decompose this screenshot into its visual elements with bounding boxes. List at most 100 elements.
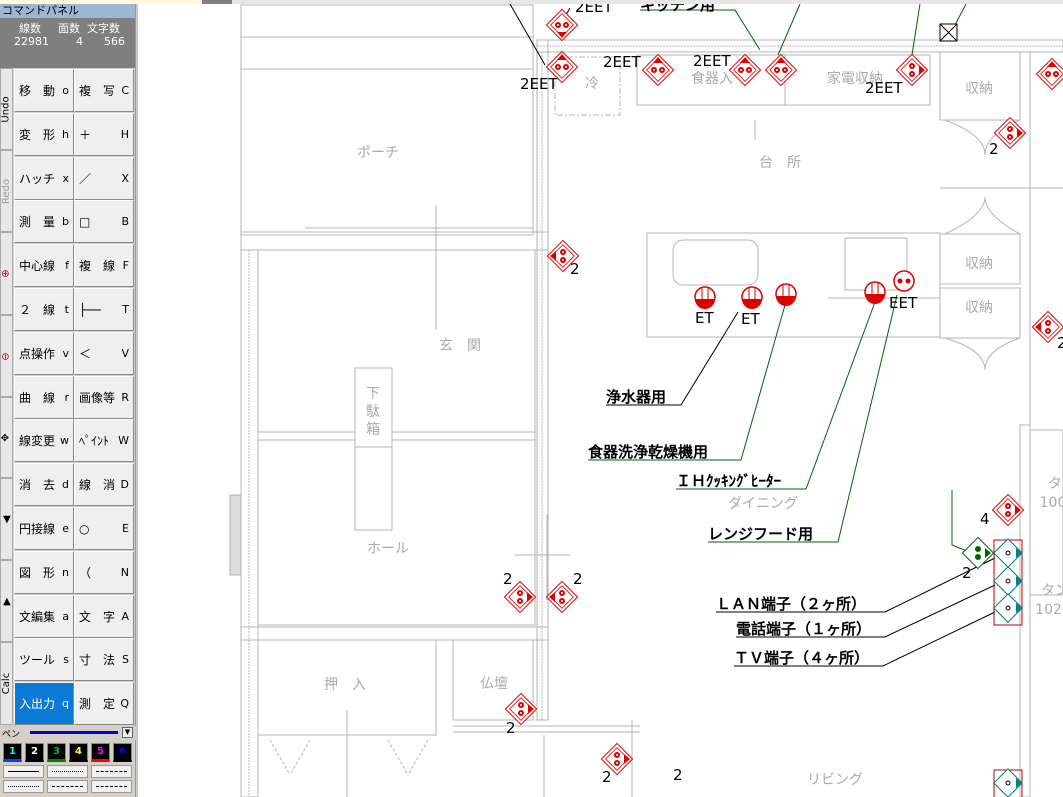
button-shortcut: V (121, 346, 129, 360)
button-label: 点操作 (19, 346, 56, 361)
et-outlet-icon (864, 281, 886, 305)
side-button-undo[interactable]: Undo (0, 68, 13, 150)
green-outlet-icon (961, 536, 995, 570)
svg-text:2: 2 (673, 766, 683, 784)
button-label: ／ (79, 171, 92, 186)
outlet-symbols (503, 8, 1063, 797)
stat-chars: 566 (104, 35, 125, 48)
button-label: ＋ (79, 127, 92, 142)
button-label: 測 定 (79, 697, 116, 712)
button-label: 消 去 (19, 478, 56, 493)
svg-text:玄 関: 玄 関 (439, 337, 481, 354)
outlet-icon (545, 8, 579, 42)
button-shortcut: s (63, 653, 69, 667)
line-type-5[interactable] (47, 780, 88, 793)
side-button-[interactable]: ◀ (0, 478, 13, 560)
line-type-4[interactable] (3, 780, 44, 793)
button-label: 移 動 (19, 84, 56, 98)
line-type-2[interactable] (47, 765, 88, 778)
side-button-zoomout[interactable]: ⊖ (0, 315, 13, 397)
pen-color-3[interactable]: 3 (47, 743, 66, 762)
line-type-3[interactable] (91, 765, 132, 778)
side-button-calc[interactable]: Calc (0, 642, 13, 725)
command-button-V[interactable]: ＜V (74, 331, 134, 375)
button-label: □ (79, 214, 91, 229)
tv-terminal-icon (993, 768, 1023, 797)
side-button-zoomin[interactable]: ⊕ (0, 232, 13, 315)
side-button-redo[interactable]: Redo (0, 150, 13, 232)
panel-title: コマンドパネル (0, 4, 135, 18)
svg-text:2EET: 2EET (603, 53, 641, 71)
drawing-canvas[interactable]: ポーチ 台 所 玄 関 下 駄 箱 ホール ダイニング 押 入 仏壇 リビング … (136, 4, 1063, 797)
telephone-terminal-icon (993, 566, 1023, 596)
pen-color-2[interactable]: 2 (25, 743, 44, 762)
pen-dropdown-icon[interactable]: ▼ (122, 727, 133, 738)
stat-lines: 22981 (14, 35, 49, 48)
side-button-[interactable]: ▶ (0, 560, 13, 642)
line-type-1[interactable] (3, 765, 44, 778)
button-shortcut: X (121, 171, 129, 185)
button-shortcut: B (121, 215, 129, 229)
outlet-icon (728, 53, 762, 87)
svg-text:2: 2 (962, 564, 972, 582)
button-shortcut: f (65, 259, 69, 273)
pen-color-5[interactable]: 5 (91, 743, 110, 762)
button-shortcut: R (121, 390, 129, 404)
svg-text:電話端子（１ヶ所）: 電話端子（１ヶ所） (736, 620, 871, 638)
button-shortcut: N (120, 565, 129, 579)
et-outlet-icon (775, 283, 797, 307)
command-button-N[interactable]: （N (74, 550, 134, 594)
annotations: 2EET 2EET 2EET 2EET 2EET 2 2 2 2 2 2 2 2… (503, 4, 1063, 786)
pen-row: ペン ▼ (0, 726, 136, 740)
pen-color-6[interactable]: 6 (113, 743, 132, 762)
command-button-B[interactable]: □B (74, 200, 134, 244)
button-shortcut: D (120, 478, 129, 492)
svg-text:台 所: 台 所 (759, 155, 801, 171)
command-button-E[interactable]: ○E (74, 507, 134, 550)
button-label: 測 量 (19, 215, 56, 230)
svg-text:2EET: 2EET (865, 79, 903, 97)
svg-text:ポーチ: ポーチ (357, 145, 399, 161)
button-shortcut: x (62, 171, 69, 185)
stat-faces: 4 (76, 35, 83, 48)
button-label: 図 形 (19, 565, 56, 580)
svg-text:仏壇: 仏壇 (480, 675, 508, 692)
eet-outlet-icon (893, 270, 915, 292)
command-button-H[interactable]: ＋H (74, 112, 134, 156)
button-label: 文編集 (19, 609, 56, 624)
button-label: ２ 線 (19, 303, 56, 317)
button-label: 寸 法 (79, 653, 116, 668)
svg-text:冷: 冷 (585, 76, 599, 92)
outlet-icon (1035, 57, 1063, 91)
button-shortcut: b (62, 215, 69, 229)
command-button-T[interactable]: ├──T (74, 288, 134, 331)
side-button-pan[interactable]: ✥ (0, 397, 13, 478)
line-type-6[interactable] (91, 780, 132, 793)
pen-color-1[interactable]: 1 (3, 743, 22, 762)
pen-color-4[interactable]: 4 (69, 743, 88, 762)
command-button-X[interactable]: ／X (74, 156, 134, 200)
